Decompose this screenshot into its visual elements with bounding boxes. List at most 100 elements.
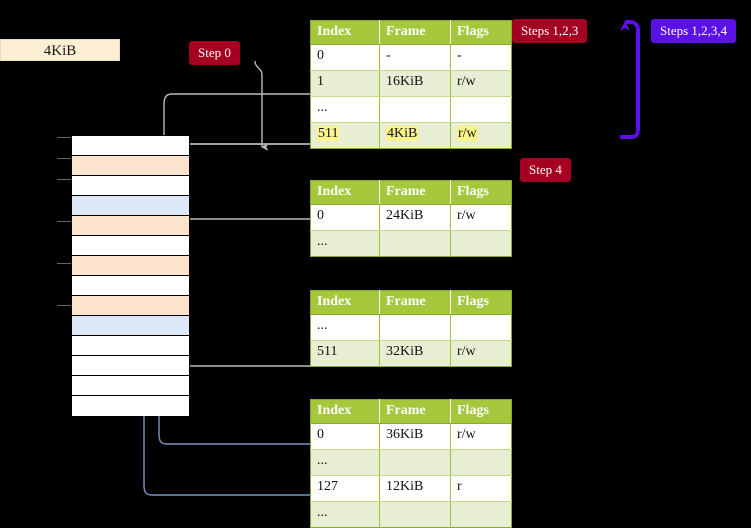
step-4-badge: Step 4 [520, 158, 571, 182]
column-header-frame: Frame [379, 20, 451, 45]
memory-cell [72, 136, 189, 156]
column-header-frame: Frame [379, 180, 451, 205]
memory-tick [57, 263, 71, 264]
cell-frame: 32KiB [379, 340, 451, 367]
cell-index: ... [310, 230, 380, 257]
cell-index: 0 [310, 423, 380, 450]
memory-cell [72, 336, 189, 356]
table-row: ... [310, 96, 512, 123]
memory-cell [72, 196, 189, 216]
memory-cell [72, 316, 189, 336]
size-label: 4KiB [0, 39, 120, 61]
cell-index: 1 [310, 70, 380, 97]
cell-index: 0 [310, 44, 380, 71]
cell-frame [379, 230, 451, 257]
cell-frame: 24KiB [379, 204, 451, 231]
cell-index: ... [310, 96, 380, 123]
cell-flags [450, 230, 512, 257]
wire-table1-row0-to-memory [178, 218, 311, 284]
cell-flags: r/w [450, 340, 512, 367]
cell-flags [450, 501, 512, 528]
table-header-row: Index Frame Flags [310, 399, 512, 424]
memory-tick [57, 158, 71, 159]
column-header-index: Index [310, 399, 380, 424]
highlighted-value: 4KiB [386, 126, 419, 141]
cell-frame [379, 449, 451, 476]
cell-frame: 4KiB [379, 122, 451, 149]
table-row: ... [310, 449, 512, 476]
memory-cell [72, 376, 189, 396]
cell-flags [450, 96, 512, 123]
cell-frame: - [379, 44, 451, 71]
column-header-frame: Frame [379, 290, 451, 315]
table-row: ... [310, 501, 512, 528]
cell-index: 511 [310, 122, 380, 149]
table-header-row: Index Frame Flags [310, 290, 512, 315]
cell-flags: - [450, 44, 512, 71]
cell-flags: r/w [450, 423, 512, 450]
memory-tick [57, 137, 71, 138]
wire-steps-purple-arrow [620, 20, 640, 139]
wire-4kib-to-memory [254, 60, 269, 151]
cell-flags: r [450, 475, 512, 502]
memory-cell [72, 156, 189, 176]
memory-tick [57, 305, 71, 306]
step-0-badge: Step 0 [189, 41, 240, 65]
column-header-flags: Flags [450, 290, 512, 315]
cell-flags: r/w [450, 204, 512, 231]
cell-frame: 36KiB [379, 423, 451, 450]
memory-tick [57, 179, 71, 180]
table-header-row: Index Frame Flags [310, 20, 512, 45]
cell-index: ... [310, 314, 380, 341]
column-header-index: Index [310, 290, 380, 315]
column-header-index: Index [310, 180, 380, 205]
cell-flags: r/w [450, 122, 512, 149]
table-row: 0-- [310, 44, 512, 71]
column-header-index: Index [310, 20, 380, 45]
cell-frame: 16KiB [379, 70, 451, 97]
steps-1234-badge: Steps 1,2,3,4 [651, 19, 737, 43]
cell-flags: r/w [450, 70, 512, 97]
physical-memory-column [71, 135, 190, 416]
wire-table2-row511-to-memory [172, 302, 311, 367]
highlighted-value: r/w [457, 126, 478, 141]
memory-cell [72, 176, 189, 196]
table-header-row: Index Frame Flags [310, 180, 512, 205]
cell-index: 0 [310, 204, 380, 231]
memory-cell [72, 396, 189, 416]
memory-cell [72, 296, 189, 316]
cell-index: 511 [310, 340, 380, 367]
cell-frame: 12KiB [379, 475, 451, 502]
column-header-flags: Flags [450, 20, 512, 45]
cell-frame [379, 501, 451, 528]
table-row: ... [310, 314, 512, 341]
cell-frame [379, 96, 451, 123]
table-row: 511 4KiB r/w [310, 122, 512, 149]
memory-cell [72, 356, 189, 376]
cell-flags [450, 314, 512, 341]
cell-frame [379, 314, 451, 341]
wire-table0-row511-to-memory [172, 143, 311, 154]
cell-flags [450, 449, 512, 476]
highlighted-value: 511 [317, 126, 340, 141]
cell-index: 127 [310, 475, 380, 502]
steps-123-badge: Steps 1,2,3 [512, 19, 588, 43]
column-header-frame: Frame [379, 399, 451, 424]
table-row: ... [310, 230, 512, 257]
cell-index: ... [310, 449, 380, 476]
memory-cell [72, 236, 189, 256]
